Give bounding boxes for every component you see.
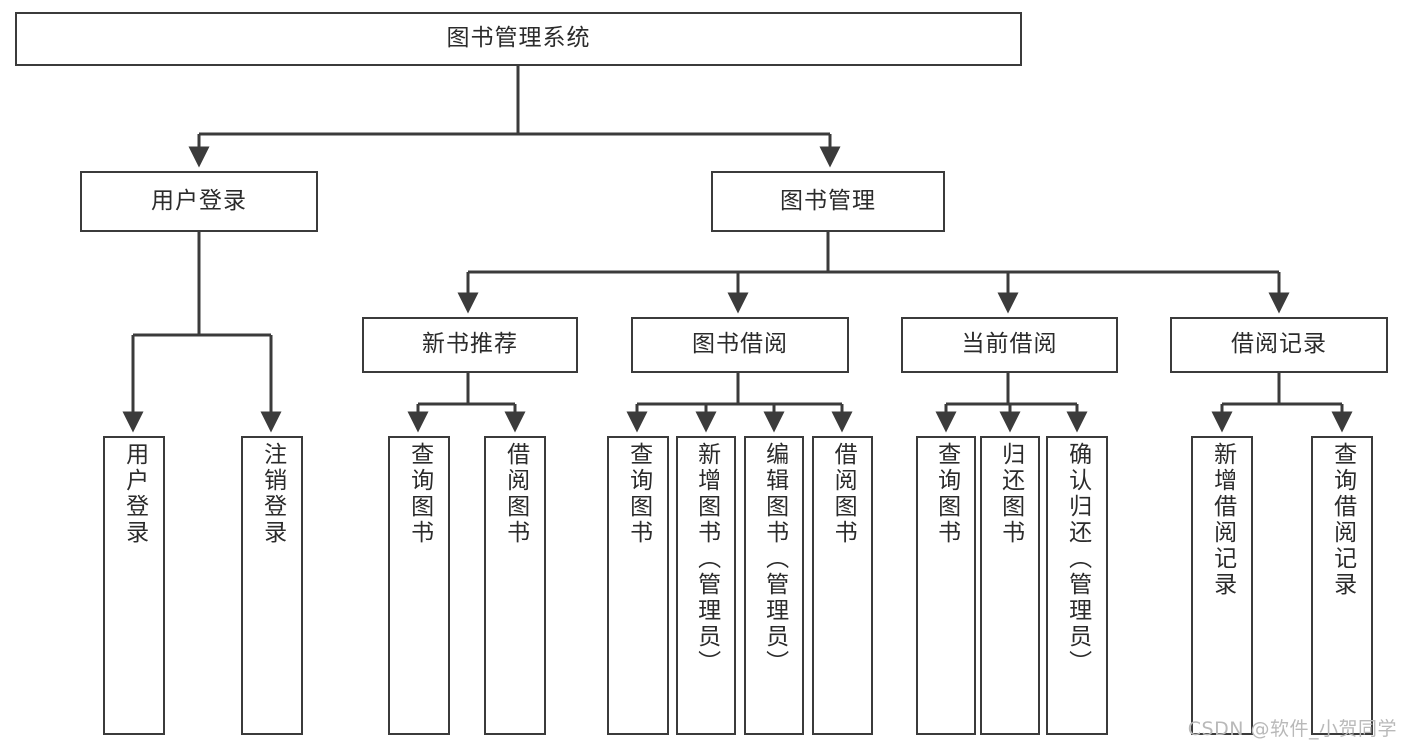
csdn-watermark: CSDN @软件_小贺同学 (1187, 718, 1397, 740)
leaf-add-record[interactable]: 新增借阅记录 (1191, 436, 1253, 735)
leaf-user-login[interactable]: 用户登录 (103, 436, 165, 735)
node-borrow-record[interactable]: 借阅记录 (1170, 317, 1388, 373)
node-user-login[interactable]: 用户登录 (80, 171, 318, 232)
leaf-user-logout[interactable]: 注销登录 (241, 436, 303, 735)
node-root[interactable]: 图书管理系统 (15, 12, 1022, 66)
leaf-query-record[interactable]: 查询借阅记录 (1311, 436, 1373, 735)
leaf-borrow-book-1[interactable]: 借阅图书 (484, 436, 546, 735)
leaf-confirm-return[interactable]: 确认归还（管理员） (1046, 436, 1108, 735)
node-book-borrow[interactable]: 图书借阅 (631, 317, 849, 373)
node-current-borrow[interactable]: 当前借阅 (901, 317, 1118, 373)
leaf-query-book-2[interactable]: 查询图书 (607, 436, 669, 735)
leaf-query-book-3[interactable]: 查询图书 (916, 436, 976, 735)
node-book-manage[interactable]: 图书管理 (711, 171, 945, 232)
leaf-query-book-1[interactable]: 查询图书 (388, 436, 450, 735)
leaf-add-book[interactable]: 新增图书（管理员） (676, 436, 736, 735)
leaf-return-book[interactable]: 归还图书 (980, 436, 1040, 735)
leaf-edit-book[interactable]: 编辑图书（管理员） (744, 436, 804, 735)
leaf-borrow-book-2[interactable]: 借阅图书 (812, 436, 873, 735)
node-new-book-recommend[interactable]: 新书推荐 (362, 317, 578, 373)
